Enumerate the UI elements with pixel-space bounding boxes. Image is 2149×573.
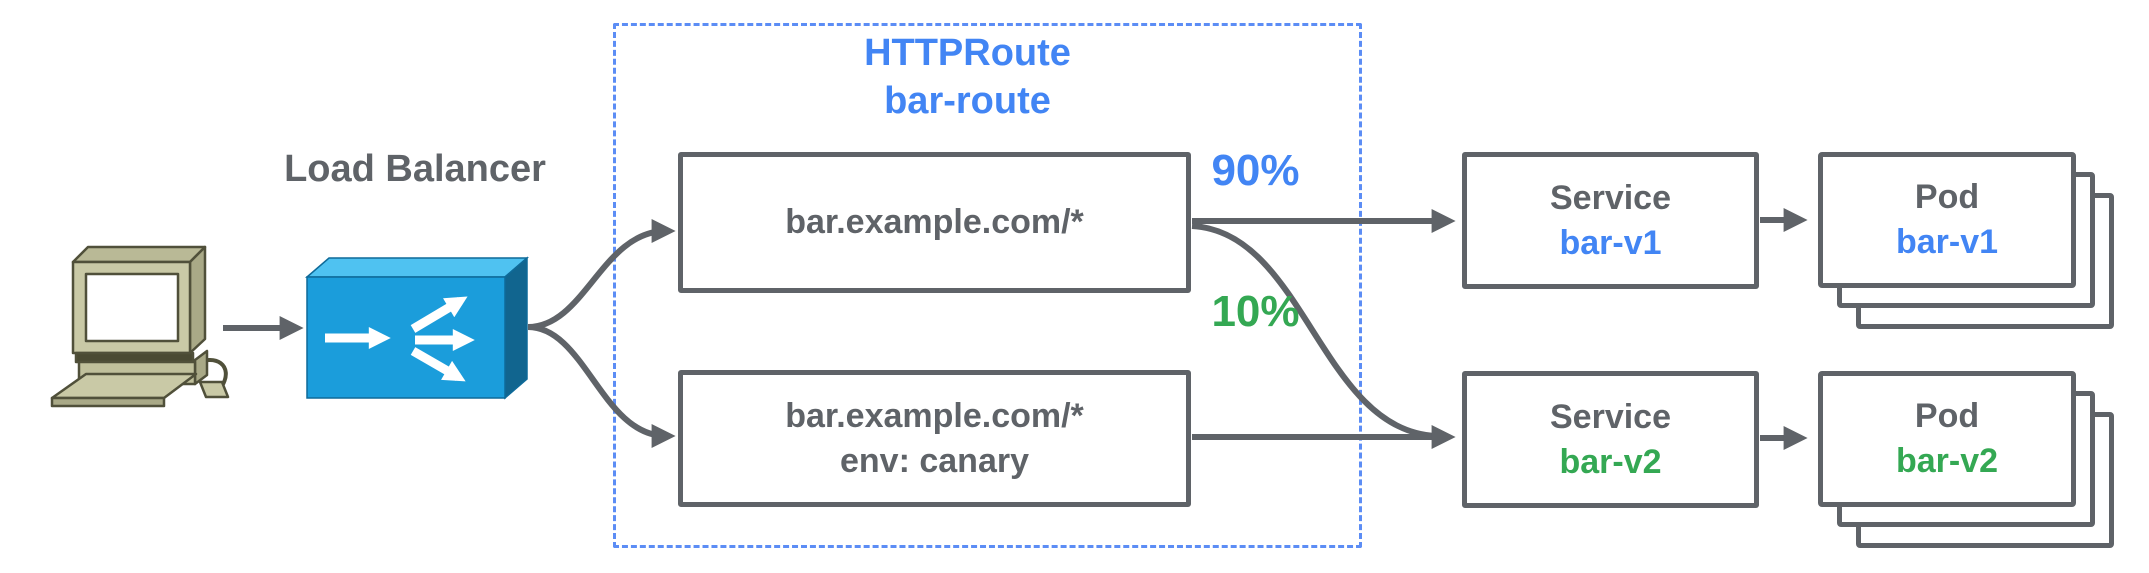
- route-match-canary-host: bar.example.com/*: [785, 396, 1084, 435]
- monitor-top-face: [71, 245, 207, 264]
- mouse-cable: [192, 358, 228, 388]
- route-match-primary-box: bar.example.com/*: [678, 152, 1191, 293]
- service-v2-kind: Service: [1550, 397, 1671, 436]
- pod-v2-kind: Pod: [1914, 397, 1980, 436]
- lb-split-arrows: [325, 296, 475, 382]
- httproute-kind-text: HTTPRoute: [864, 32, 1071, 74]
- weight-90-label: 90%: [1211, 146, 1300, 195]
- route-match-canary-header: env: canary: [840, 441, 1029, 480]
- keyboard-top: [50, 372, 198, 400]
- mouse-body: [198, 380, 230, 399]
- weight-10-label: 10%: [1211, 287, 1300, 336]
- lb-front-face: [306, 276, 506, 399]
- httproute-name-text: bar-route: [884, 79, 1051, 122]
- keyboard-front: [50, 396, 166, 408]
- pod-bar-v2-box: Pod bar-v2: [1818, 371, 2076, 507]
- pod-v2-name: bar-v2: [1895, 442, 1999, 480]
- service-v1-name: bar-v1: [1559, 223, 1662, 262]
- desktop-computer-icon: [50, 245, 230, 408]
- route-match-canary-box: bar.example.com/* env: canary: [678, 370, 1191, 507]
- load-balancer-icon: [304, 256, 530, 400]
- service-bar-v1-box: Service bar-v1: [1462, 152, 1759, 289]
- service-v1-kind: Service: [1550, 178, 1671, 217]
- httproute-title: HTTPRoute bar-route: [770, 30, 1165, 125]
- pod-v1-name: bar-v1: [1895, 223, 1999, 261]
- monitor-side-face: [188, 245, 207, 355]
- monitor-neck: [74, 351, 195, 364]
- pod-bar-v1-stack: Pod bar-v1: [1818, 152, 2118, 334]
- load-balancer-label: Load Balancer: [270, 146, 560, 194]
- base-side-face: [193, 349, 209, 386]
- monitor-screen: [84, 272, 180, 343]
- load-balancer-label-text: Load Balancer: [284, 148, 546, 190]
- pod-v1-kind: Pod: [1914, 178, 1980, 217]
- lb-side-face: [504, 256, 528, 400]
- monitor-front: [71, 260, 192, 355]
- service-v2-name: bar-v2: [1559, 442, 1662, 481]
- lb-top-face: [304, 257, 530, 278]
- service-bar-v2-box: Service bar-v2: [1462, 371, 1759, 508]
- pod-bar-v2-stack: Pod bar-v2: [1818, 371, 2118, 553]
- computer-base: [77, 360, 197, 386]
- route-match-primary-host: bar.example.com/*: [785, 203, 1084, 242]
- pod-bar-v1-box: Pod bar-v1: [1818, 152, 2076, 288]
